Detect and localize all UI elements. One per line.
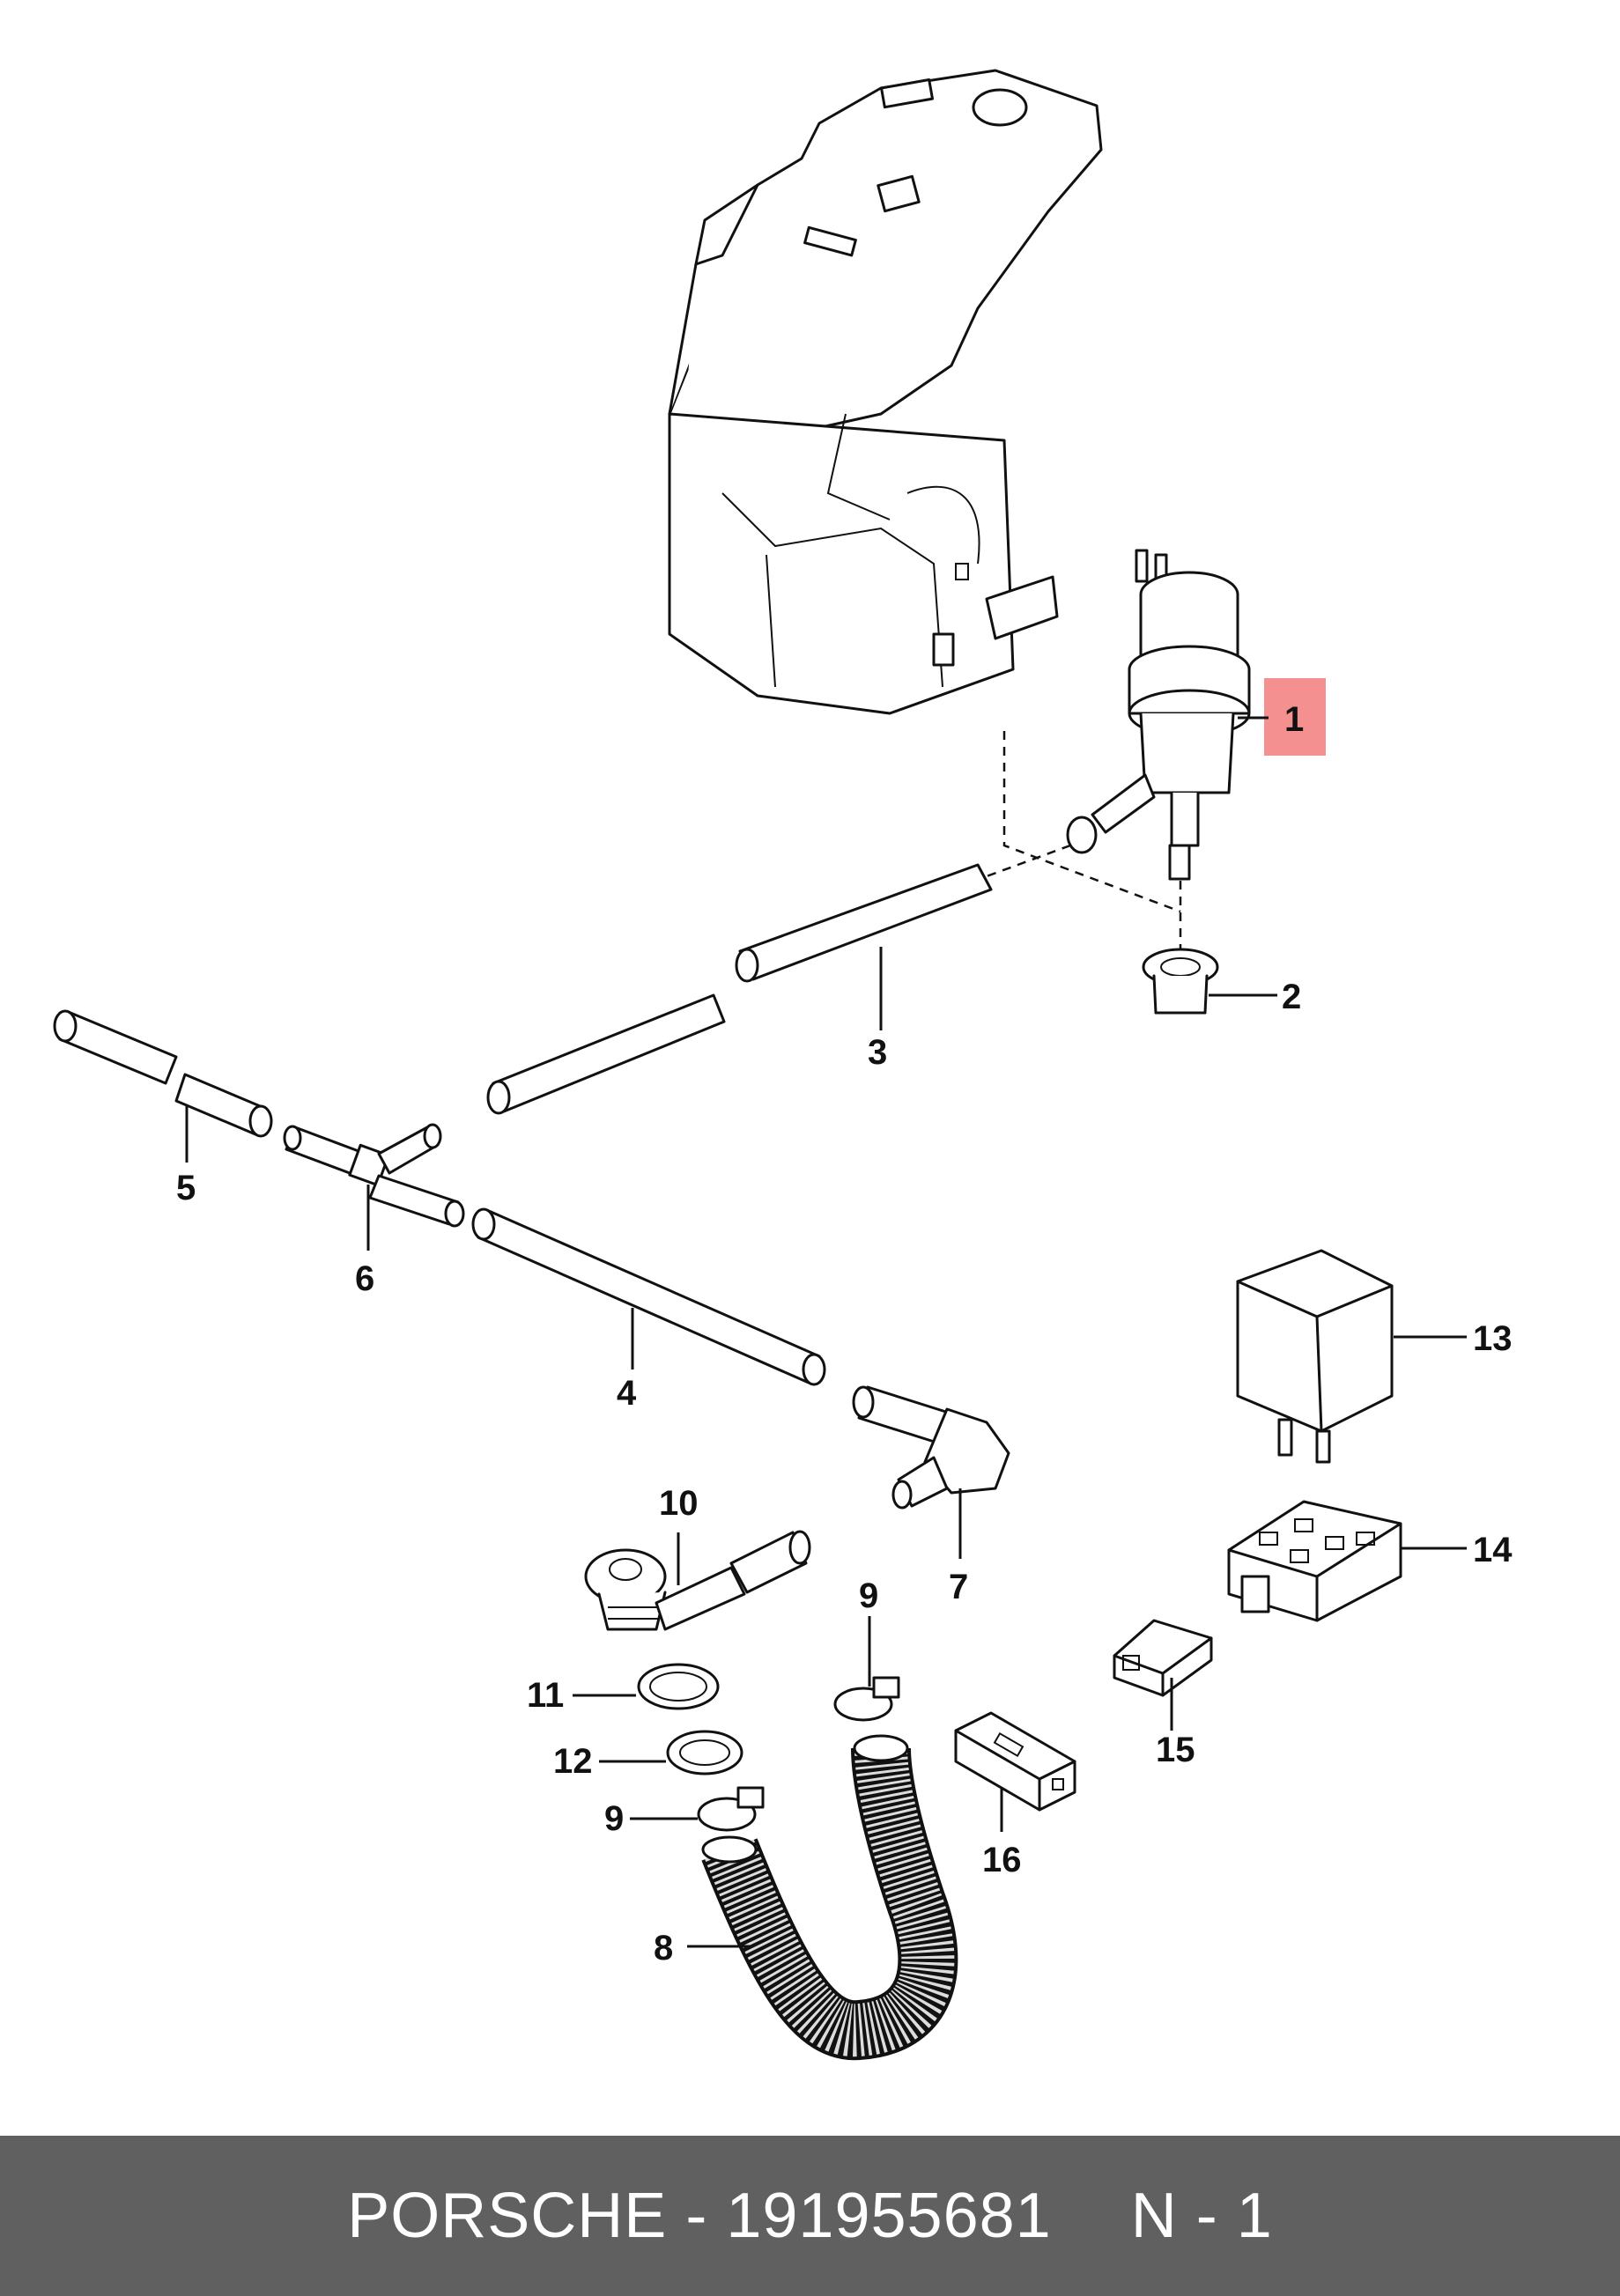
hose-4: [471, 1207, 826, 1386]
label-part-9b: 9: [604, 1799, 624, 1838]
label-part-9: 9: [859, 1576, 878, 1615]
hose-clamp: [833, 1676, 900, 1722]
assembly-line: [1002, 731, 1181, 913]
grommet: [1142, 948, 1219, 1015]
label-part-3: 3: [868, 1033, 887, 1072]
brand-name: PORSCHE: [347, 2181, 668, 2251]
hose-clamp: [697, 1786, 765, 1832]
label-part-5: 5: [176, 1169, 196, 1207]
label-part-10: 10: [659, 1484, 699, 1523]
label-part-1: 1: [1284, 700, 1304, 739]
leader-lines: [185, 716, 1467, 1948]
label-part-15: 15: [1156, 1731, 1195, 1769]
relay: [1236, 1249, 1394, 1464]
separator: -: [685, 2181, 708, 2251]
highlight-marker: [1264, 678, 1326, 756]
parts-diagram: 1 2 3 4 5 6 7 8 9 9 10 11 12 13 14 15 16: [53, 69, 1513, 2061]
protective-sleeve: [954, 1711, 1076, 1812]
connector-housing: [1113, 1619, 1213, 1697]
washer-pump: [1066, 549, 1251, 881]
seal-washer: [666, 1730, 743, 1776]
label-part-7: 7: [949, 1568, 968, 1606]
label-part-16: 16: [982, 1841, 1022, 1879]
label-part-13: 13: [1473, 1319, 1513, 1358]
label-part-2: 2: [1282, 978, 1301, 1016]
relay-base: [1227, 1500, 1402, 1622]
washer-reservoir: [668, 69, 1103, 715]
part-labels: 1 2 3 4 5 6 7 8 9 9 10 11 12 13 14 15 16: [176, 700, 1513, 1967]
label-part-8: 8: [654, 1929, 673, 1967]
seal-ring: [637, 1663, 720, 1710]
assembly-line: [986, 844, 1071, 878]
label-part-12: 12: [553, 1742, 593, 1781]
part-number: 191955681: [726, 2181, 1052, 2251]
page-reference: N - 1: [1130, 2181, 1273, 2251]
label-part-11: 11: [527, 1676, 564, 1715]
u-hose: [701, 1734, 958, 2061]
t-connector: [283, 1123, 465, 1228]
part-footer-bar: PORSCHE - 191955681 N - 1: [0, 2136, 1620, 2296]
washer-nozzle: [584, 1530, 811, 1631]
label-part-4: 4: [617, 1374, 637, 1413]
hose-3: [486, 863, 993, 1115]
label-part-6: 6: [355, 1259, 374, 1298]
elbow-connector: [852, 1385, 1010, 1510]
hose-5: [53, 1009, 273, 1138]
label-part-14: 14: [1473, 1531, 1513, 1569]
